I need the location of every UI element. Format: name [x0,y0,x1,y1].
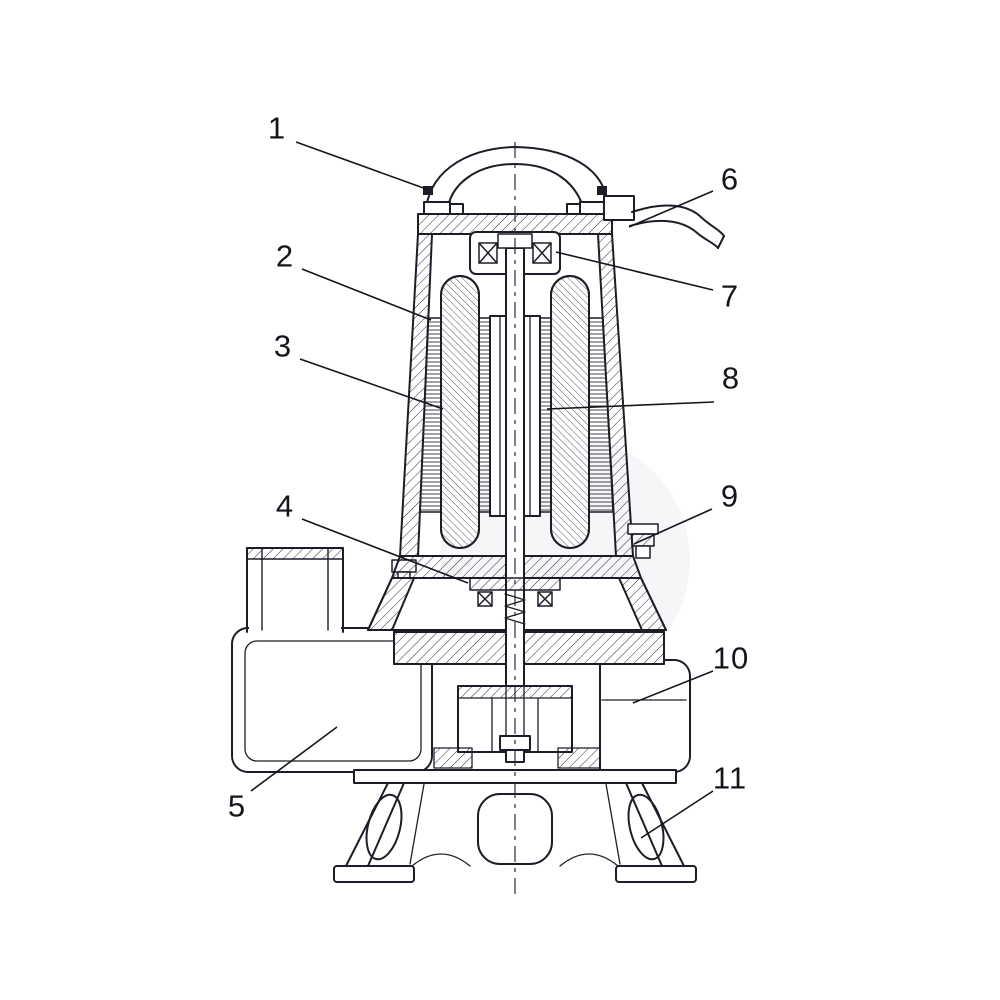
leader-line-8 [546,401,715,410]
leader-line-4 [301,518,469,584]
callout-10: 10 [712,640,750,676]
callout-4: 4 [275,488,295,524]
callout-6: 6 [720,161,740,197]
callout-7: 7 [720,278,740,314]
leader-line-3 [299,358,444,410]
discharge-port [246,547,344,633]
upper-bearing [478,233,552,264]
leader-line-1 [295,141,430,191]
leader-line-7 [555,251,714,291]
callout-11: 11 [712,760,748,796]
stator-winding-left [440,275,480,549]
stator-winding-right [550,275,590,549]
callout-9: 9 [720,478,740,514]
leader-line-6 [628,190,714,228]
leader-line-5 [250,726,338,792]
callout-3: 3 [273,328,293,364]
leader-line-9 [633,508,713,545]
callout-1: 1 [267,110,287,146]
leader-line-11 [640,790,714,839]
leader-line-2 [301,268,432,321]
power-cable [603,195,725,249]
leader-lines [250,141,715,839]
callout-5: 5 [227,788,247,824]
callout-2: 2 [275,238,295,274]
volute-top-flange [393,631,665,665]
volute-casing [231,627,691,773]
leader-line-10 [632,670,714,704]
callout-8: 8 [721,360,741,396]
